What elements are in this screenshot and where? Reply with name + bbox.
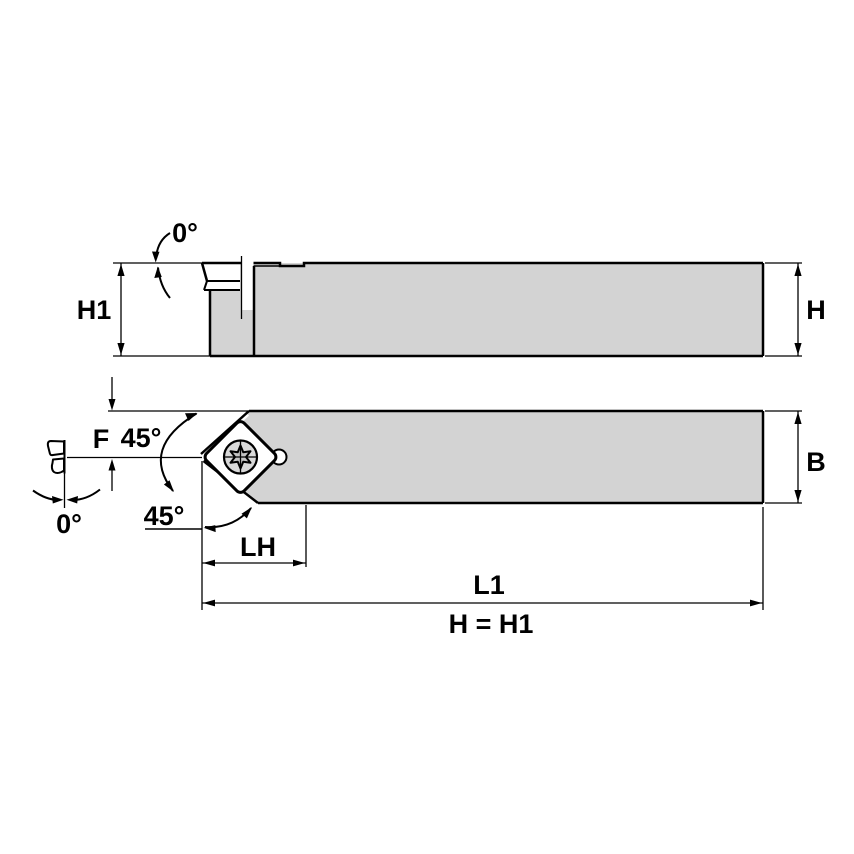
- side-view-screw-slot: [242, 261, 254, 310]
- dim-label-f: F: [93, 424, 110, 454]
- note-h-equals-h1: H = H1: [449, 609, 534, 639]
- l1-dimension: L1 H = H1: [202, 507, 764, 639]
- angle-label-45-upper: 45°: [121, 423, 162, 453]
- angle-label-0-top: 0°: [172, 218, 198, 248]
- f-dimension: F: [93, 377, 249, 491]
- insert-profile-icon: [46, 440, 66, 508]
- plan-view: 0° F 45° 45°: [32, 377, 826, 639]
- lead-angle-upper-annotation: 45°: [121, 412, 198, 492]
- side-view: H1 0° H: [77, 218, 826, 358]
- h1-dimension: H1: [77, 262, 210, 357]
- rake-angle-annotation: 0°: [152, 218, 198, 299]
- side-view-pocket-opening: [202, 263, 240, 281]
- h-dimension: H: [765, 262, 826, 357]
- lh-dimension: LH: [201, 461, 307, 610]
- side-view-body: [202, 263, 763, 356]
- dim-label-h: H: [806, 295, 826, 325]
- dim-label-l1: L1: [473, 570, 505, 600]
- dim-label-h1: H1: [77, 295, 112, 325]
- side-view-insert-edge: [204, 281, 240, 290]
- clamp-screw: [222, 439, 259, 475]
- plan-view-body: [203, 411, 763, 503]
- clearance-angle-annotation: 0°: [32, 488, 101, 539]
- dim-label-b: B: [806, 447, 826, 477]
- side-view-insert-front: [203, 280, 208, 291]
- side-view-top-edge-right: [253, 261, 763, 268]
- b-dimension: B: [765, 410, 826, 504]
- lead-angle-lower-annotation: 45°: [144, 501, 252, 533]
- side-view-pocket-slant: [200, 262, 209, 282]
- plan-view-pocket-slant-upper: [200, 410, 250, 455]
- angle-label-0-bottom: 0°: [56, 509, 82, 539]
- dim-label-lh: LH: [240, 532, 276, 562]
- angle-label-45-lower: 45°: [144, 501, 185, 531]
